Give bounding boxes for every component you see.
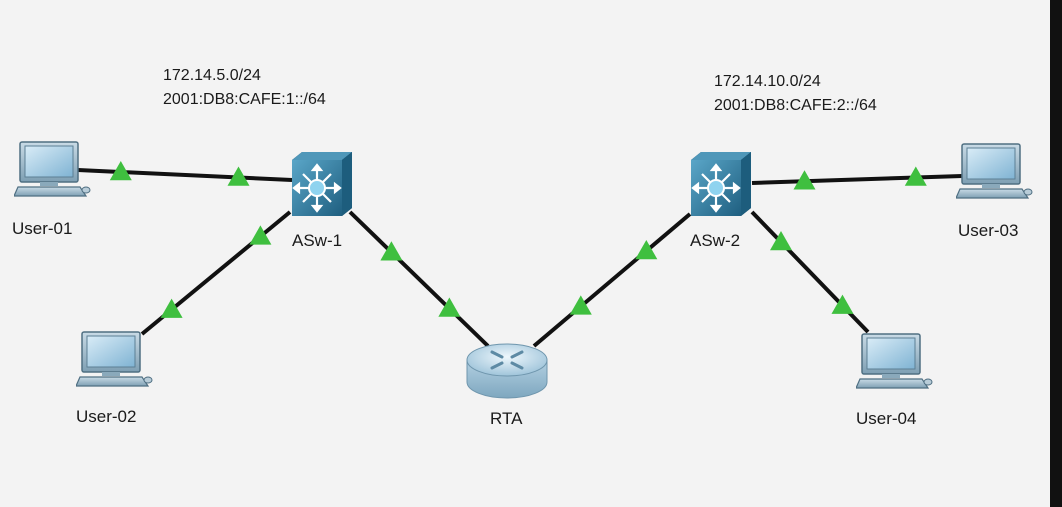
network-label-right: 172.14.10.0/24 2001:DB8:CAFE:2::/64 xyxy=(714,70,877,118)
device-rta[interactable] xyxy=(464,338,550,407)
pc-icon xyxy=(956,142,1034,200)
multilayer-switch-icon xyxy=(689,150,753,220)
network-right-ipv6: 2001:DB8:CAFE:2::/64 xyxy=(714,97,877,114)
device-user-04[interactable] xyxy=(856,332,934,395)
device-asw-1[interactable] xyxy=(290,150,354,225)
device-label-user-01: User-01 xyxy=(12,219,73,238)
network-left-ipv6: 2001:DB8:CAFE:1::/64 xyxy=(163,91,326,108)
link-up-indicator xyxy=(160,298,183,318)
link-up-indicator xyxy=(249,225,272,245)
link-up-indicator xyxy=(227,166,250,186)
link-rta-asw2[interactable] xyxy=(532,212,692,348)
link-up-indicator xyxy=(770,231,792,251)
pc-icon xyxy=(76,330,154,388)
device-label-asw-2: ASw-2 xyxy=(690,231,741,250)
router-icon xyxy=(464,338,550,402)
pc-icon xyxy=(856,332,934,390)
device-label-rta: RTA xyxy=(490,409,523,428)
link-user01-asw1[interactable] xyxy=(77,168,293,182)
link-up-indicator xyxy=(635,239,658,260)
network-label-left: 172.14.5.0/24 2001:DB8:CAFE:1::/64 xyxy=(163,64,326,112)
link-asw2-user03[interactable] xyxy=(751,174,963,185)
device-user-03[interactable] xyxy=(956,142,1034,205)
window-edge xyxy=(1050,0,1062,507)
link-up-indicator xyxy=(109,161,132,181)
link-up-indicator xyxy=(831,294,854,314)
device-label-asw-1: ASw-1 xyxy=(292,231,343,250)
device-label-user-03: User-03 xyxy=(958,221,1019,240)
pc-icon xyxy=(14,140,92,198)
network-left-ipv4: 172.14.5.0/24 xyxy=(163,67,261,84)
link-asw1-rta[interactable] xyxy=(348,210,490,348)
device-user-02[interactable] xyxy=(76,330,154,393)
link-up-indicator xyxy=(904,166,927,186)
link-up-indicator xyxy=(793,170,816,190)
device-asw-2[interactable] xyxy=(689,150,753,225)
link-up-indicator xyxy=(438,297,461,317)
network-right-ipv4: 172.14.10.0/24 xyxy=(714,73,821,90)
link-up-indicator xyxy=(380,241,403,261)
device-user-01[interactable] xyxy=(14,140,92,203)
device-label-user-02: User-02 xyxy=(76,407,137,426)
multilayer-switch-icon xyxy=(290,150,354,220)
link-asw2-user04[interactable] xyxy=(750,210,870,334)
device-label-user-04: User-04 xyxy=(856,409,917,428)
link-up-indicator xyxy=(569,295,592,315)
